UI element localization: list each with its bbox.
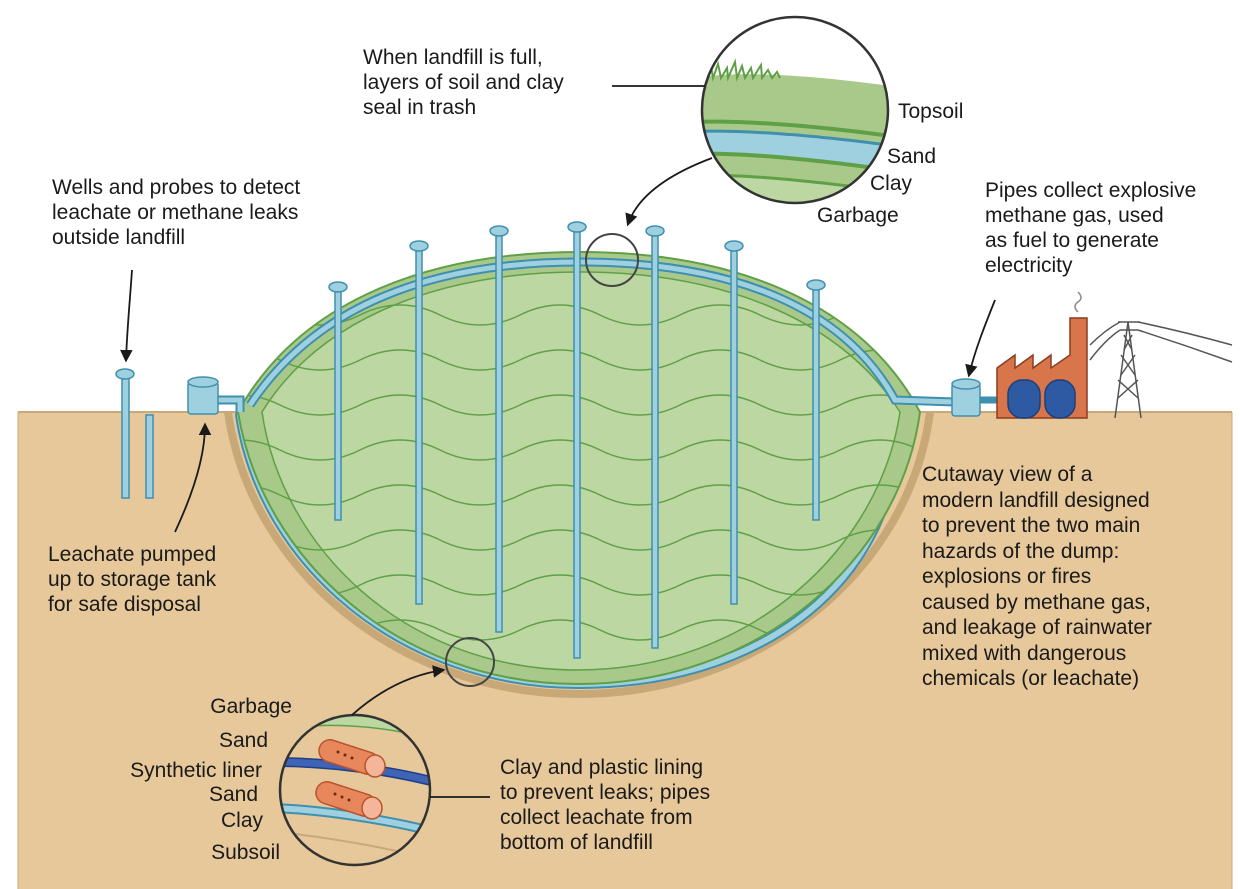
top-inset-arrow bbox=[628, 158, 712, 224]
cutaway-annotation: Cutaway view of a modern landfill design… bbox=[922, 462, 1152, 692]
leachate-storage-tank bbox=[188, 377, 240, 414]
liner-label-sand: Sand bbox=[219, 728, 268, 753]
gas-pipes-annotation: Pipes collect explosive methane gas, use… bbox=[985, 178, 1196, 278]
pump-annotation: Leachate pumped up to storage tank for s… bbox=[48, 542, 216, 617]
layer-label-clay: Clay bbox=[870, 171, 912, 196]
top-inset-soil-layers bbox=[695, 15, 890, 215]
liner-label-garbage: Garbage bbox=[210, 694, 292, 719]
top-cap-annotation: When landfill is full, layers of soil an… bbox=[363, 45, 564, 120]
layer-label-sand: Sand bbox=[887, 144, 936, 169]
layer-label-garbage: Garbage bbox=[817, 203, 899, 228]
liner-label-sand-2: Sand bbox=[209, 782, 258, 807]
liner-label-subsoil: Subsoil bbox=[211, 840, 280, 865]
power-plant bbox=[997, 292, 1087, 418]
wells-arrow bbox=[126, 270, 132, 360]
gas-pipes-arrow bbox=[969, 300, 995, 375]
layer-label-topsoil: Topsoil bbox=[898, 99, 963, 124]
liner-label-clay: Clay bbox=[221, 808, 263, 833]
transmission-tower bbox=[1090, 322, 1232, 418]
liner-label-synthetic-liner: Synthetic liner bbox=[130, 758, 262, 783]
wells-annotation: Wells and probes to detect leachate or m… bbox=[52, 175, 300, 250]
lining-annotation: Clay and plastic lining to prevent leaks… bbox=[500, 755, 710, 855]
